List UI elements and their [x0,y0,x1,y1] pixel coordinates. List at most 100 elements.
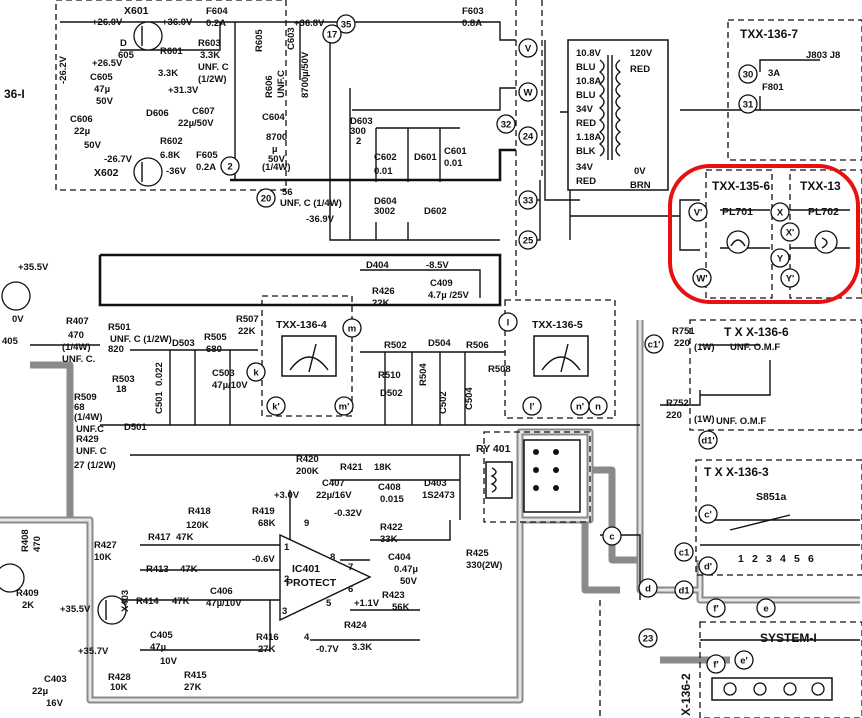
tx-left-9: RED [576,176,596,187]
component-label: C407 [322,478,345,489]
component-label: 3002 [374,206,395,217]
component-label: 50V [96,96,114,107]
board-x-136-2-partial: X-136-2 [679,673,693,716]
terminal-node-circle [336,14,356,34]
terminal-node-circle [322,24,342,44]
component-label: 27K [258,644,276,655]
component-label: -36.9V [306,214,335,225]
component-label: 470 [68,330,84,341]
component-label: D601 [414,152,437,163]
component-label: 50V [84,140,102,151]
component-label: (1/4W) [262,162,291,173]
component-label: 47K [172,596,190,607]
component-label: R603 [198,38,221,49]
terminal-node-label: 31 [743,100,754,111]
terminal-node-label: d [645,584,651,595]
terminal-node-circle [518,82,538,102]
component-label: UNF.C [276,70,287,98]
terminal-node-label: c1' [648,340,661,351]
component-label: 9 [304,518,309,529]
terminal-node-circle [518,126,538,146]
terminal-node-label: f' [713,604,718,615]
terminal-node-label: e [763,604,768,615]
component-label: +1.1V [354,598,380,609]
terminal-node-label: 24 [523,132,534,143]
terminal-node-label: 20 [261,194,272,205]
component-label: R422 [380,522,403,533]
tx-right-2: 0V [634,166,646,177]
terminal-node-label: m' [339,402,350,413]
pl702-label: PL702 [808,206,839,218]
terminal-node-circle [342,318,362,338]
terminal-node-label: n [595,402,601,413]
component-label: UNF.C [76,424,104,435]
component-label: C603 [286,27,297,50]
component-label: 22µ/16V [316,490,352,501]
component-label: 27K [184,682,202,693]
component-label: R752 [666,398,689,409]
terminal-node-circle [738,94,758,114]
component-label: 10K [110,682,128,693]
terminal-node-label: m [348,324,356,335]
component-label: C604 [262,112,285,123]
terminal-node-circle [496,114,516,134]
terminal-node-label: d1 [678,586,690,597]
board-txx-136-5: TXX-136-5 [532,319,583,331]
component-label: 2 [356,136,361,147]
terminal-node-circle [588,396,608,416]
component-label: -0.7V [316,644,339,655]
component-label: 330(2W) [466,560,502,571]
component-label: C503 [212,368,235,379]
terminal-node-circle [602,526,622,546]
component-label: R602 [160,136,183,147]
component-label: +35.5V [60,604,91,615]
s-term-6: 6 [808,553,814,565]
x403-label: X403 [120,590,131,612]
component-label: µ [272,144,277,155]
component-label: D604 [374,196,397,207]
component-label: F604 [206,6,228,17]
terminal-node-circle [266,396,286,416]
terminal-node-circle [220,156,240,176]
transistor-x403: X403 [97,590,131,625]
component-label: R408 [20,529,31,552]
component-label: 18 [116,384,127,395]
component-label: (1/4W) [74,412,103,423]
component-label: R428 [108,672,131,683]
terminal-node-circle [734,650,754,670]
meter-txx-136-4 [281,335,337,377]
component-label: 820 [108,344,124,355]
component-label: R418 [188,506,211,517]
terminal-node-circle [522,396,542,416]
component-label: 3 [282,606,287,617]
component-label: 0.01 [444,158,463,169]
component-label: 3.3K [352,642,372,653]
component-label: 6 [348,584,353,595]
component-label: -8.5V [426,260,449,271]
component-label: 3.3K [158,68,178,79]
component-label: R417 [148,532,171,543]
component-label: C409 [430,278,453,289]
component-label: D [120,38,127,49]
component-label: +36.0V [162,17,193,28]
component-label: R414 [136,596,159,607]
component-label: D501 [124,422,147,433]
component-label: 0.2A [196,162,216,173]
shielded-bus [0,320,860,704]
component-label: 1S2473 [422,490,455,501]
component-label: UNF. C [76,446,107,457]
component-label: 3A [768,68,780,79]
component-label: 8700µ/50V [300,51,311,98]
tx-left-1: BLU [576,62,596,73]
ic401-desc: PROTECT [286,577,337,589]
terminal-node-label: X [777,208,784,219]
component-label: 22µ [74,126,90,137]
component-label: R420 [296,454,319,465]
component-label: R419 [252,506,275,517]
component-label: +36.8V [294,18,325,29]
component-label: 0.8A [462,18,482,29]
highlight-ellipse [668,164,860,304]
component-label: R413 [146,564,169,575]
component-label: F603 [462,6,484,17]
component-label: 4 [304,632,310,643]
